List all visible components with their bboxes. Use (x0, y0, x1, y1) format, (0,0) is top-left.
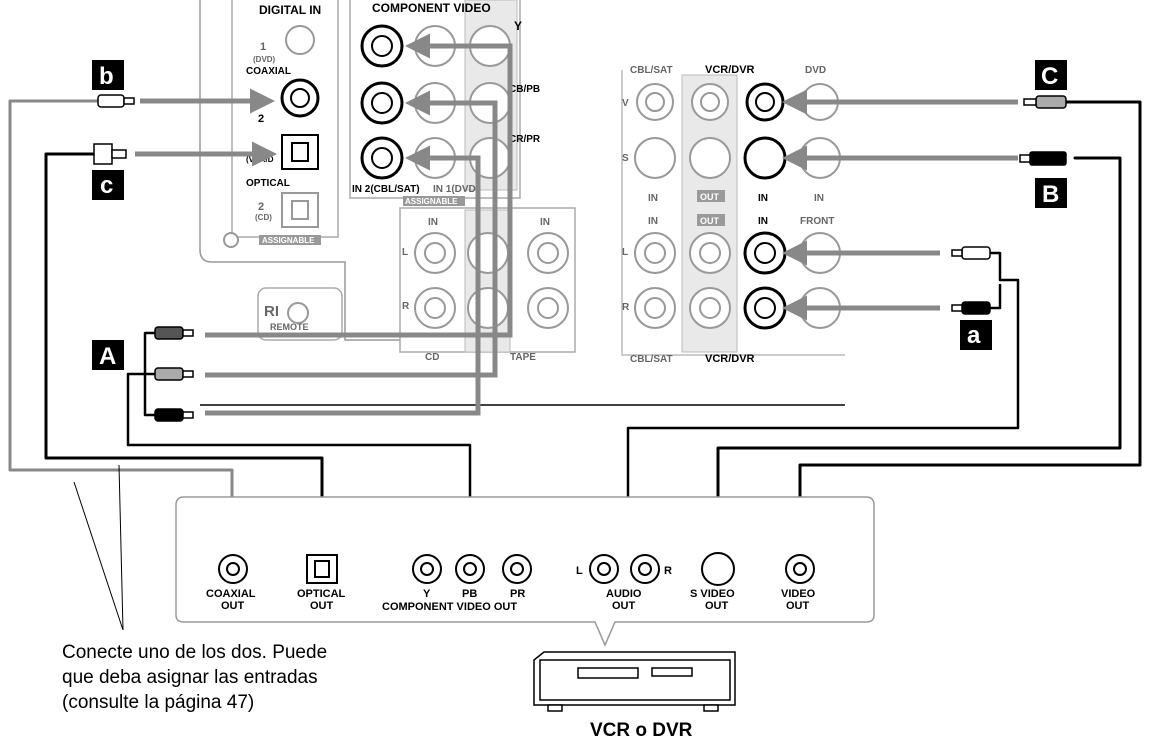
component-video-out-label: COMPONENT VIDEO OUT (382, 601, 517, 613)
s-video-out-line2: OUT (705, 600, 729, 612)
note-pointer (73, 464, 124, 631)
assignable2-label: ASSIGNABLE (405, 197, 458, 206)
audio-out-line1: AUDIO (606, 588, 642, 600)
tape-in-label: IN (540, 217, 550, 228)
cbl-audio-in-label: IN (648, 216, 658, 227)
receiver-jacks (223, 24, 841, 330)
audio-r-label: R (622, 302, 630, 313)
device-name: VCR o DVR (590, 720, 693, 741)
cd-r-label: R (402, 301, 410, 312)
callout-b-upper: B (1042, 181, 1059, 208)
vcr-dvr-bottom-label: VCR/DVR (705, 353, 755, 365)
optical-out-line1: OPTICAL (297, 588, 346, 600)
audio-l-label: L (622, 247, 628, 258)
y-out-label: Y (423, 588, 431, 600)
optical-out-line2: OUT (310, 600, 334, 612)
cbl-sat-bottom-label: CBL/SAT (630, 354, 673, 365)
callout-a-upper: A (99, 343, 116, 370)
optical-label: OPTICAL (246, 178, 290, 189)
coax1-label: 1 (260, 41, 266, 53)
y-label: Y (514, 19, 522, 33)
coaxial-out-line2: OUT (221, 600, 245, 612)
cr-label: CR/PR (509, 134, 541, 145)
audio-r-out-label: R (664, 565, 672, 577)
connection-note: Conecte uno de los dos. Puede que deba a… (62, 640, 362, 715)
tape-label: TAPE (510, 352, 536, 363)
v-label: V (622, 98, 629, 109)
vcr-in-label: IN (758, 193, 768, 204)
cd-l-label: L (402, 247, 408, 258)
vcr-dvr-top-label: VCR/DVR (705, 64, 755, 76)
assignable-label: ASSIGNABLE (262, 236, 315, 245)
callout-labels: b c A C B a (92, 60, 1067, 370)
callout-b-lower: b (99, 63, 114, 90)
pr-out-label: PR (510, 588, 525, 600)
callout-a-lower: a (967, 322, 981, 349)
callout-c-upper: C (1041, 63, 1058, 90)
audio-l-out-label: L (576, 565, 583, 577)
digital-in-title: DIGITAL IN (259, 3, 321, 17)
s-video-out-line1: S VIDEO (690, 588, 735, 600)
coax1-sub: (DVD) (253, 55, 276, 64)
note-line-2: que deba asignar las entradas (62, 667, 318, 688)
audio-cable (626, 251, 1020, 507)
pb-out-label: PB (462, 588, 477, 600)
in1-label: IN 1(DVD) (433, 184, 479, 195)
note-line-3: (consulte la página 47) (62, 692, 255, 713)
signal-arrows (135, 33, 1018, 416)
video-out-line2: OUT (786, 600, 810, 612)
vcr-audio-in-label: IN (758, 216, 768, 227)
s-video-cable (716, 156, 1122, 507)
component-video-title: COMPONENT VIDEO (372, 1, 491, 15)
coax2-label: 2 (258, 113, 264, 125)
coaxial-out-line1: COAXIAL (206, 588, 256, 600)
vcr-out-label: OUT (700, 192, 720, 202)
cd-label: CD (425, 352, 439, 363)
source-device-panel: COAXIAL OUT OPTICAL OUT Y PB PR COMPONEN… (175, 496, 875, 647)
remote-label: REMOTE (270, 322, 309, 332)
dvd-in-label: IN (814, 193, 824, 204)
vcr-audio-out-label: OUT (700, 216, 720, 226)
front-label: FRONT (800, 216, 834, 227)
vcr-device-icon (533, 651, 736, 712)
ri-logo-text: RI (264, 303, 279, 320)
component-cable-pb (126, 372, 472, 507)
cbl-sat-top-label: CBL/SAT (630, 65, 673, 76)
audio-out-line2: OUT (612, 600, 636, 612)
optical-cable (44, 152, 324, 517)
video-cable (798, 100, 1142, 517)
cd-in-label: IN (428, 217, 438, 228)
cbl-in-label: IN (648, 193, 658, 204)
video-out-line1: VIDEO (781, 588, 816, 600)
note-line-1: Conecte uno de los dos. Puede (62, 642, 328, 663)
coaxial-cable (8, 99, 234, 517)
in2-label: IN 2(CBL/SAT) (352, 184, 420, 195)
cable-plugs (93, 94, 1067, 550)
receiver-labels: DIGITAL IN COMPONENT VIDEO Y CB/PB CR/PR… (246, 1, 834, 365)
optical2-label: 2 (258, 201, 264, 213)
coaxial-label: COAXIAL (246, 66, 291, 77)
cb-label: CB/PB (509, 84, 540, 95)
dvd-top-label: DVD (805, 65, 826, 76)
callout-c-lower: c (100, 172, 113, 199)
s-label: S (622, 153, 629, 164)
optical2-sub: (CD) (255, 213, 272, 222)
